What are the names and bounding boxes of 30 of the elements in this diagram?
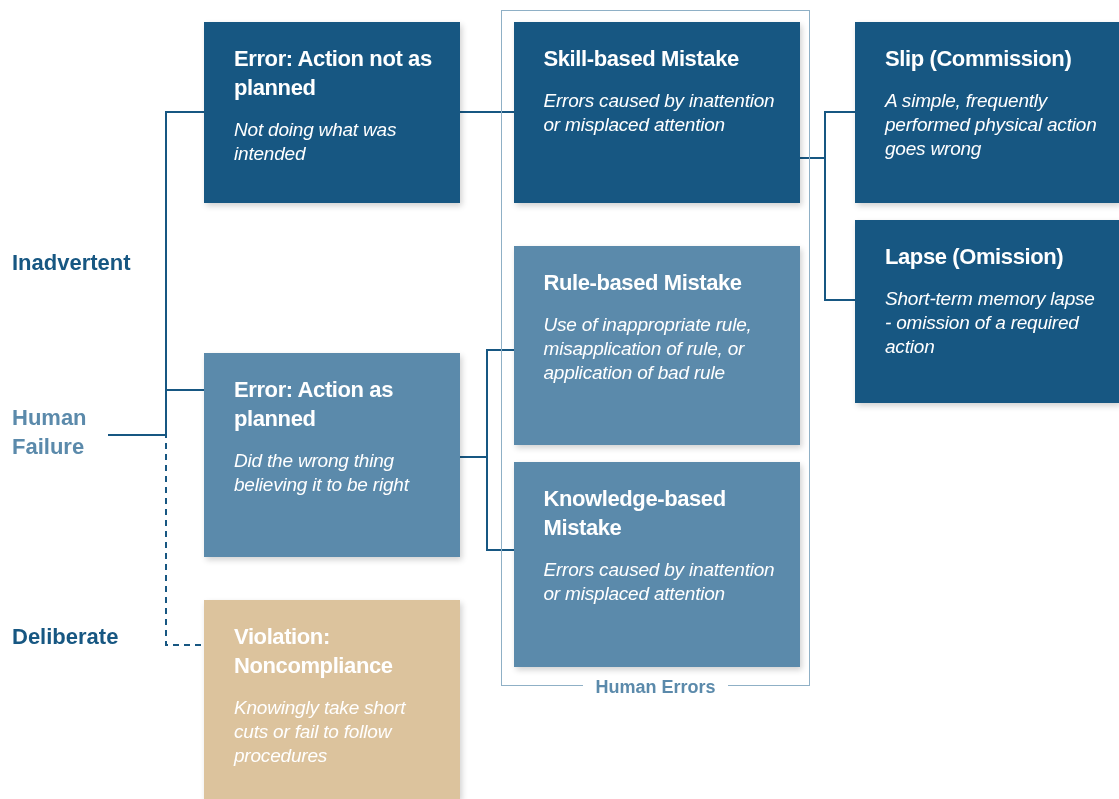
mistake-box <box>204 353 460 557</box>
violation-box <box>204 600 460 799</box>
connector-line <box>459 111 515 113</box>
connector-line <box>799 157 856 301</box>
mistake-box <box>513 245 800 445</box>
connector-line <box>459 456 515 551</box>
box-description: Short-term memory lapse - omission of a required action <box>885 287 1096 359</box>
box-title: Lapse (Omission) <box>885 243 1065 271</box>
branch-label: Deliberate <box>12 624 119 650</box>
box-title: Violation: Noncompliance <box>234 623 394 680</box>
error-type-box <box>513 21 800 203</box>
box-title: Slip (Commission) <box>885 45 1073 73</box>
box-description: Did the wrong thing believing it to be right <box>234 449 411 497</box>
box-description: Errors caused by inattention or misplaced attention <box>543 557 776 606</box>
box-title: Knowledge-based Mistake <box>543 484 727 542</box>
box-title: Rule-based Mistake <box>543 268 743 297</box>
box-description: Errors caused by inattention or misplaced attention <box>543 88 776 137</box>
box-title: Skill-based Mistake <box>543 44 740 73</box>
branch-label: Inadvertent <box>12 250 131 276</box>
box-description: A simple, frequently performed physical action goes wrong <box>885 89 1098 161</box>
box-title: Error: Action as planned <box>234 376 395 433</box>
error-type-box <box>855 22 1119 203</box>
box-description: Not doing what was intended <box>234 118 398 166</box>
error-type-box <box>855 220 1119 403</box>
mistake-box <box>513 461 800 667</box>
box-title: Error: Action not as planned <box>234 45 433 102</box>
box-description: Knowingly take short cuts or fail to follow procedures <box>234 696 407 768</box>
error-type-box <box>204 22 460 203</box>
root-label: Human Failure <box>12 403 108 463</box>
box-description: Use of inappropriate rule, misapplication of rule, or application of bad rule <box>543 312 753 385</box>
